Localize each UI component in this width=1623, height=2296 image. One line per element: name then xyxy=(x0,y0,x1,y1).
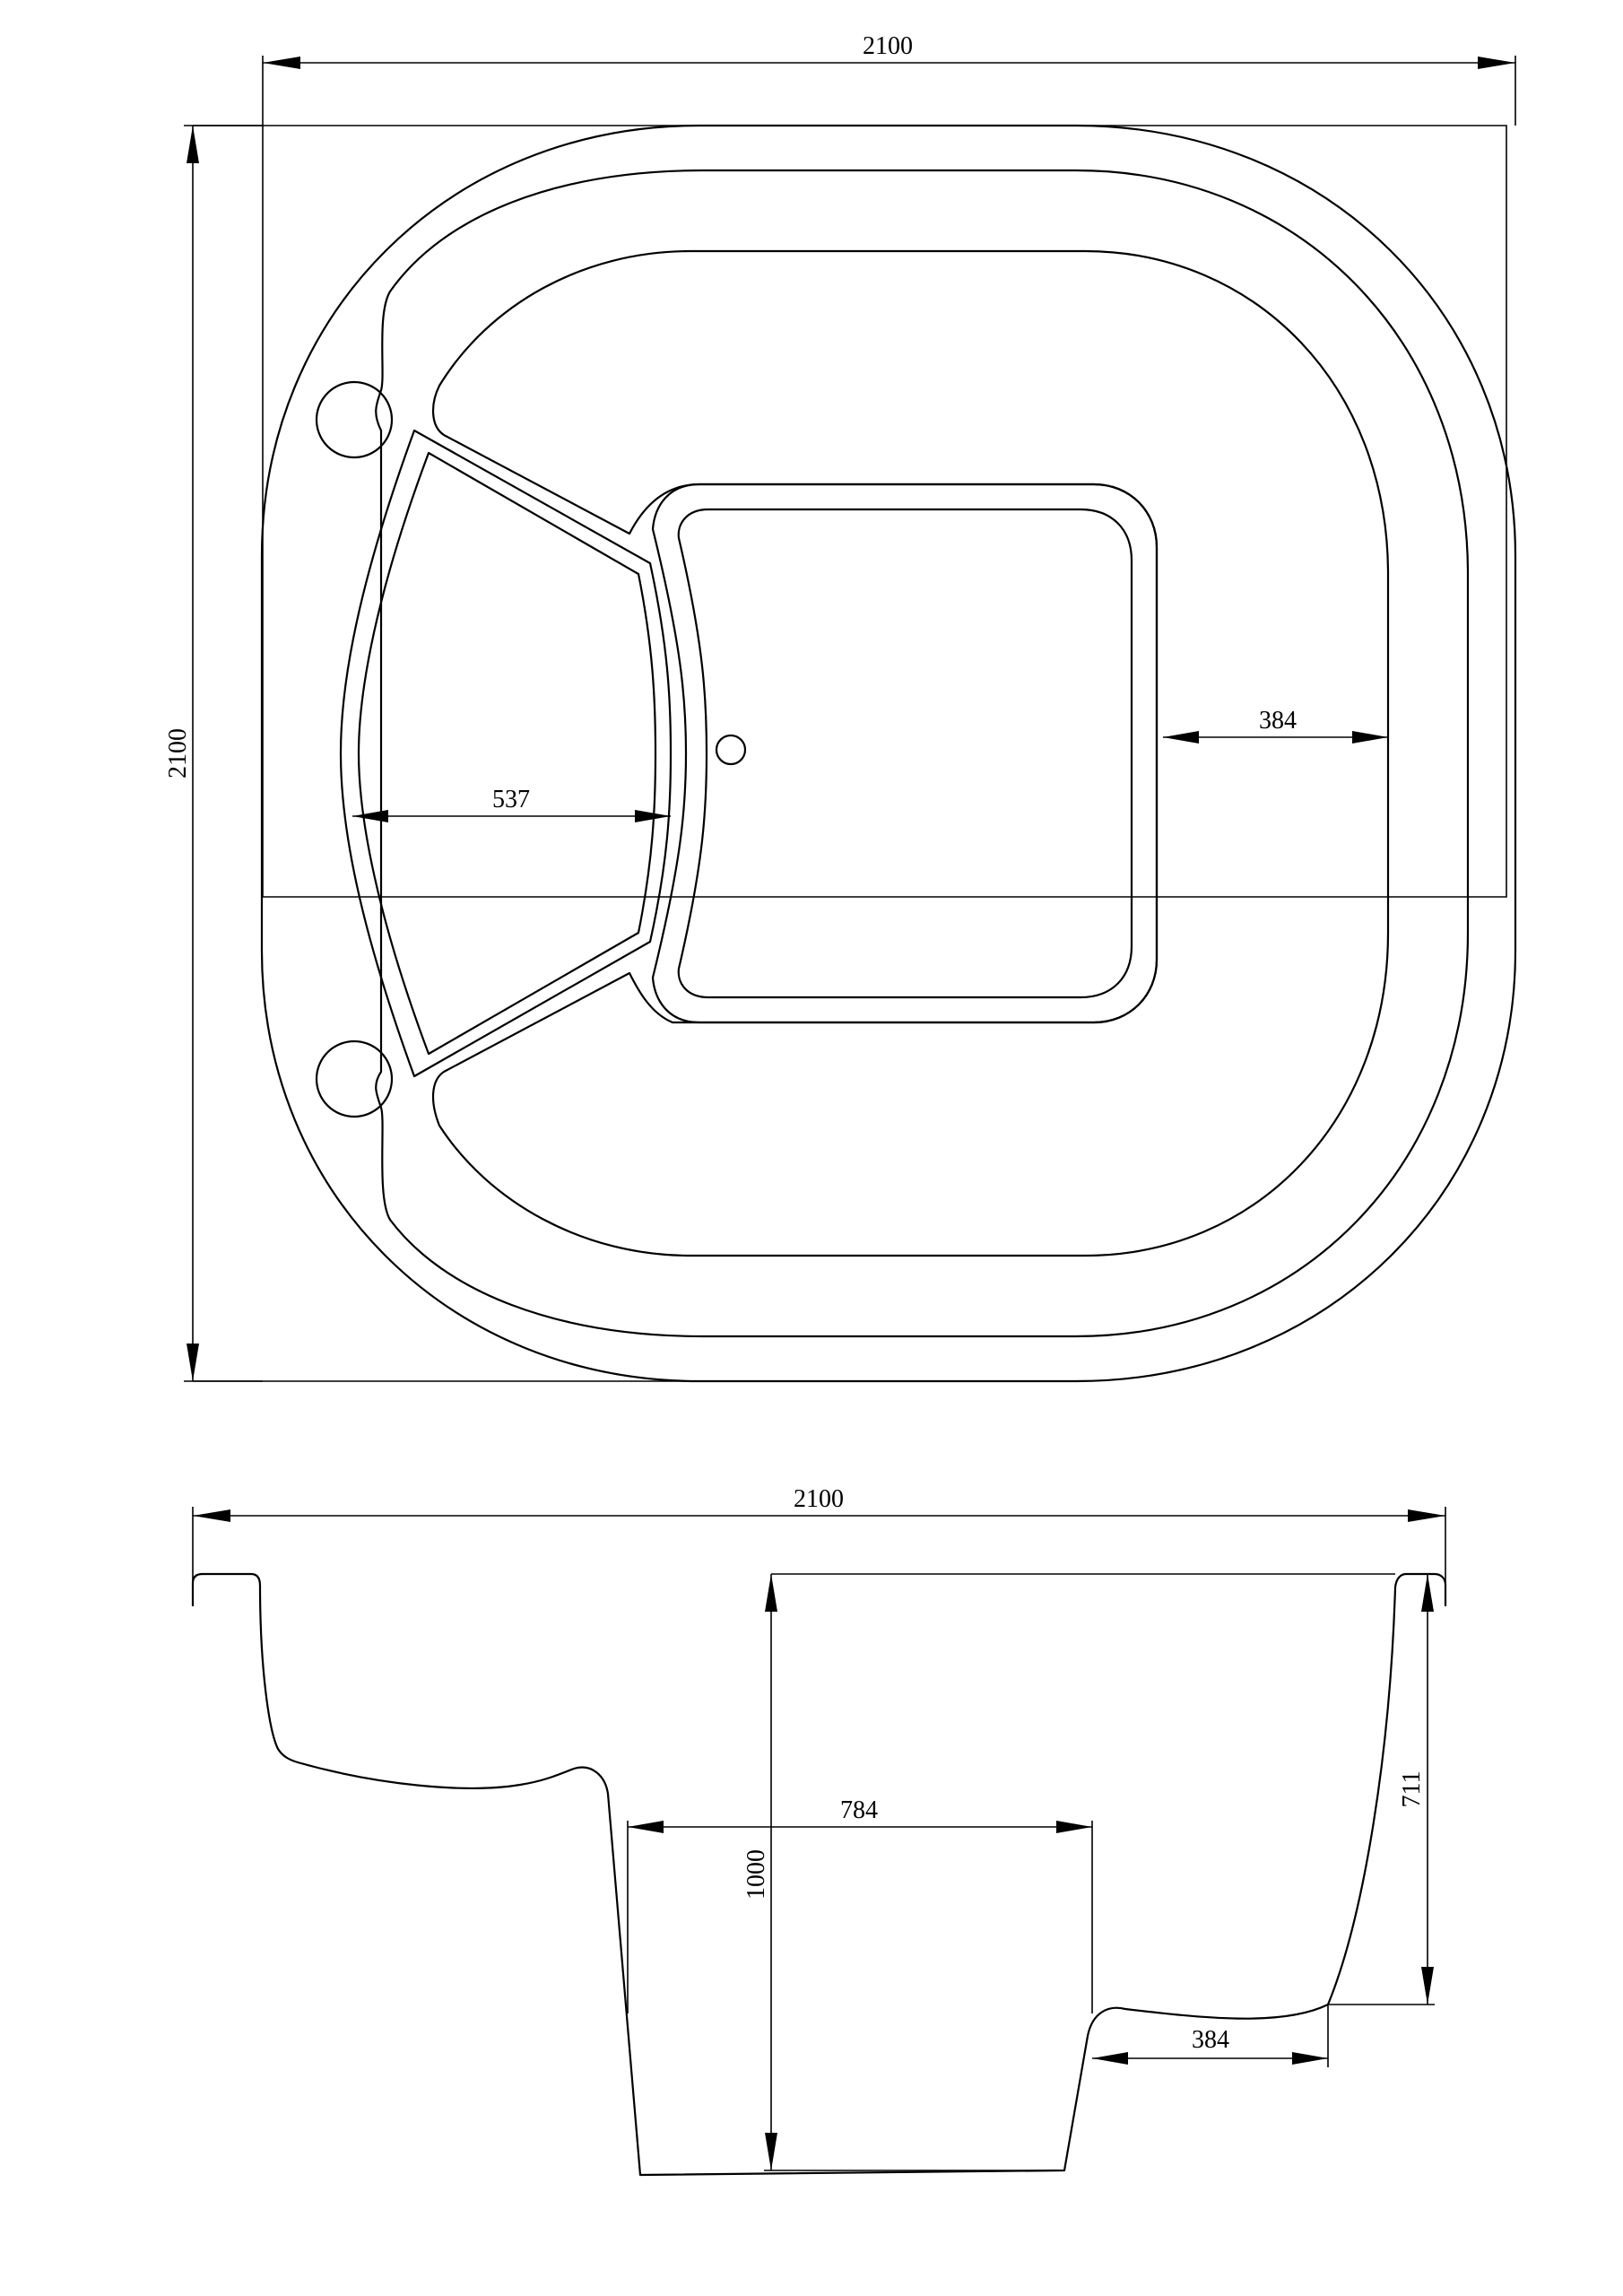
handle-circle-bottom xyxy=(315,1039,394,1118)
arrow-head xyxy=(1056,1821,1092,1833)
section-width-label: 2100 xyxy=(794,1485,844,1513)
arrow-head xyxy=(1352,731,1388,744)
arrow-head xyxy=(635,810,671,822)
section-profile xyxy=(191,1572,1447,2177)
dim-section-width-line xyxy=(192,1507,1446,1605)
plan-view: 2100 2100 537 384 xyxy=(164,32,1517,1383)
outer-rim xyxy=(260,124,1517,1383)
arrow-head xyxy=(352,810,388,822)
seat-height-label: 711 xyxy=(1398,1771,1426,1808)
footprint-outline xyxy=(193,125,1507,1382)
dim-footwell-width-line xyxy=(627,1821,1093,2013)
arrow-head xyxy=(765,2133,777,2170)
seat-outline xyxy=(339,429,673,1078)
plan-width-label: 2100 xyxy=(863,32,913,60)
footwell-outer xyxy=(651,483,1159,1024)
arrow-head xyxy=(1421,1574,1434,1612)
arrow-head xyxy=(187,126,199,163)
arrow-head xyxy=(1478,57,1515,69)
arrow-head xyxy=(628,1821,664,1833)
plan-depth-label: 2100 xyxy=(164,728,192,778)
dim-total-depth-line xyxy=(764,1574,1064,2171)
dim-section-ledge-line xyxy=(1092,2005,1329,2067)
seat-inner-outline xyxy=(357,451,657,1056)
dim-plan-depth-line xyxy=(184,125,263,1382)
section-view: 2100 784 1000 711 384 xyxy=(191,1485,1447,2177)
inner-rim xyxy=(375,169,1470,1338)
basin-edge xyxy=(431,249,1390,1257)
arrow-head xyxy=(193,1509,230,1522)
arrow-head xyxy=(1408,1509,1445,1522)
arrow-head xyxy=(1092,2052,1128,2065)
arrow-head xyxy=(1163,731,1199,744)
arrow-head xyxy=(263,57,300,69)
section-ledge-label: 384 xyxy=(1192,2026,1229,2054)
dim-plan-width-line xyxy=(262,56,1516,126)
drain-icon xyxy=(715,734,747,766)
dim-seat-height-line xyxy=(1328,1574,1435,2005)
footwell-floor xyxy=(677,508,1133,999)
footwell-width-label: 784 xyxy=(840,1796,878,1824)
arrow-head xyxy=(765,1574,777,1612)
handle-circle-top xyxy=(315,380,394,459)
arrow-head xyxy=(187,1344,199,1381)
seat-depth-label: 537 xyxy=(492,786,530,813)
arrow-head xyxy=(1292,2052,1328,2065)
arrow-head xyxy=(1421,1967,1434,2005)
total-depth-label: 1000 xyxy=(742,1849,770,1900)
plan-ledge-label: 384 xyxy=(1259,707,1297,735)
